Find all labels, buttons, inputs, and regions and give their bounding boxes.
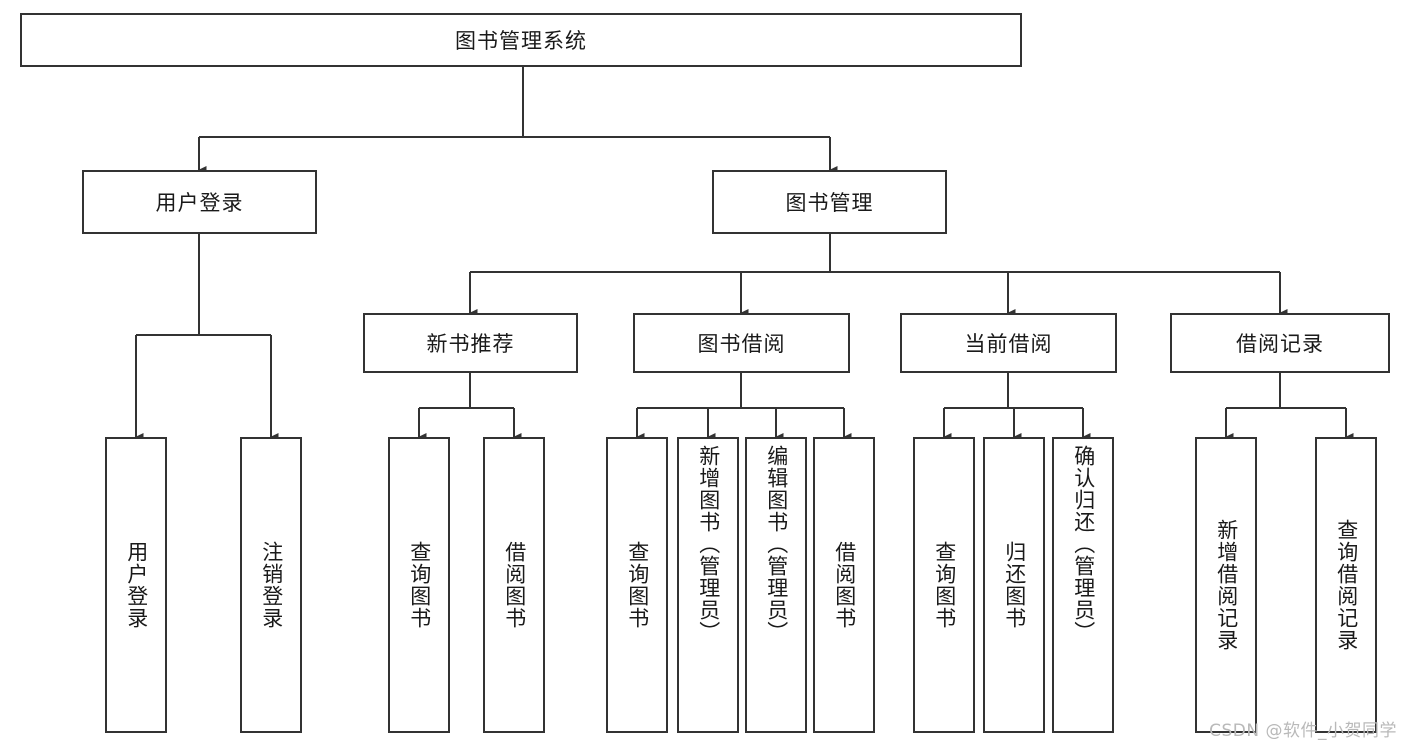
- node-label: 确认归还（管理员）: [1071, 445, 1096, 643]
- node-label: 查询图书: [625, 541, 650, 629]
- node-label: 当前借阅: [964, 332, 1053, 356]
- node-label: 新增借阅记录: [1214, 519, 1239, 651]
- node-label: 注销登录: [259, 541, 284, 629]
- node-borrow-book-2[interactable]: 借阅图书: [813, 437, 875, 733]
- node-user-login[interactable]: 用户登录: [82, 170, 317, 234]
- node-label: 编辑图书（管理员）: [764, 445, 789, 643]
- node-confirm-return-admin[interactable]: 确认归还（管理员）: [1052, 437, 1114, 733]
- node-label: 新增图书（管理员）: [696, 445, 721, 643]
- node-label: 查询图书: [407, 541, 432, 629]
- node-query-book-1[interactable]: 查询图书: [388, 437, 450, 733]
- node-edit-book-admin[interactable]: 编辑图书（管理员）: [745, 437, 807, 733]
- node-label: 新书推荐: [426, 332, 515, 356]
- node-label: 图书借阅: [697, 332, 786, 356]
- node-query-book-3[interactable]: 查询图书: [913, 437, 975, 733]
- node-add-book-admin[interactable]: 新增图书（管理员）: [677, 437, 739, 733]
- node-current-borrow[interactable]: 当前借阅: [900, 313, 1117, 373]
- node-query-borrow-record[interactable]: 查询借阅记录: [1315, 437, 1377, 733]
- node-user-login-leaf[interactable]: 用户登录: [105, 437, 167, 733]
- node-label: 借阅记录: [1236, 332, 1324, 356]
- node-borrow-record[interactable]: 借阅记录: [1170, 313, 1390, 373]
- node-label: 归还图书: [1002, 541, 1027, 629]
- node-user-logout-leaf[interactable]: 注销登录: [240, 437, 302, 733]
- node-label: 用户登录: [124, 541, 149, 629]
- node-borrow-book-1[interactable]: 借阅图书: [483, 437, 545, 733]
- node-label: 图书管理: [785, 191, 874, 215]
- node-add-borrow-record[interactable]: 新增借阅记录: [1195, 437, 1257, 733]
- node-label: 查询借阅记录: [1334, 519, 1359, 651]
- node-label: 查询图书: [932, 541, 957, 629]
- node-book-management[interactable]: 图书管理: [712, 170, 947, 234]
- node-new-book-recommend[interactable]: 新书推荐: [363, 313, 578, 373]
- node-label: 用户登录: [155, 191, 244, 215]
- watermark: CSDN @软件_小贺同学: [1209, 721, 1397, 741]
- node-label: 借阅图书: [502, 541, 527, 629]
- node-label: 借阅图书: [832, 541, 857, 629]
- node-return-book[interactable]: 归还图书: [983, 437, 1045, 733]
- node-query-book-2[interactable]: 查询图书: [606, 437, 668, 733]
- node-book-borrow[interactable]: 图书借阅: [633, 313, 850, 373]
- node-root[interactable]: 图书管理系统: [20, 13, 1022, 67]
- node-label: 图书管理系统: [455, 29, 587, 53]
